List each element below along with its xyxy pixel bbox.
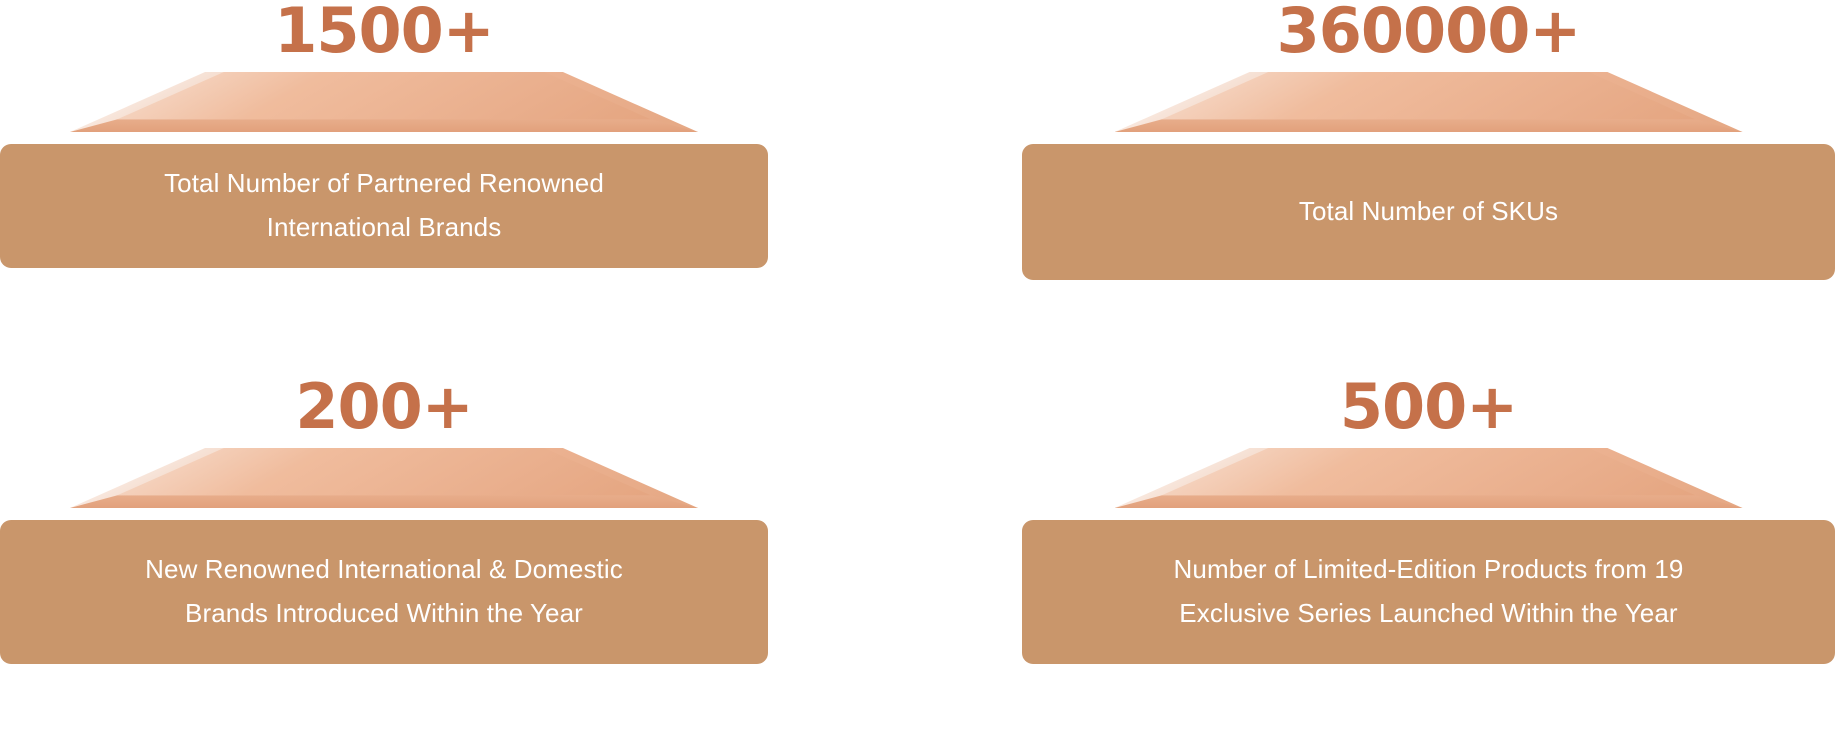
stat-2-label: Total Number of SKUs [1299, 190, 1558, 234]
stat-3-label-line-1: New Renowned International & Domestic [145, 554, 623, 585]
stat-4-card[interactable]: Number of Limited-Edition Products from … [1022, 520, 1835, 664]
pedestal-inner-face [117, 72, 651, 120]
stat-3-label-line-2: Brands Introduced Within the Year [185, 598, 583, 628]
stat-4-label-line-1: Number of Limited-Edition Products from … [1173, 554, 1684, 585]
stat-1-label: Total Number of Partnered Renowned Inter… [164, 162, 604, 249]
stat-3-pedestal-icon [70, 448, 698, 508]
pedestal-front-edge [1114, 119, 1743, 132]
stat-2-pedestal-icon [1114, 72, 1743, 132]
stat-2-label-line-1: Total Number of SKUs [1298, 196, 1559, 227]
stat-1-number: 1500+ [274, 0, 495, 67]
stat-1-label-line-1: Total Number of Partnered Renowned [164, 168, 604, 199]
pedestal-front-edge [70, 119, 698, 132]
stat-1-card[interactable]: Total Number of Partnered Renowned Inter… [0, 144, 768, 268]
stat-card-3: 200+ New Renowned International & Domest… [0, 376, 768, 664]
stat-4-number: 500+ [1339, 370, 1518, 443]
stat-2-number: 360000+ [1276, 0, 1582, 67]
stat-1-label-line-2: International Brands [266, 212, 502, 242]
stat-1-pedestal-icon [70, 72, 698, 132]
pedestal-front-edge [70, 495, 698, 508]
stat-card-4: 500+ Number of Limited-Edition Products … [1022, 376, 1835, 664]
stat-3-label: New Renowned International & Domestic Br… [145, 548, 623, 635]
stat-4-pedestal-icon [1114, 448, 1743, 508]
stat-3-card[interactable]: New Renowned International & Domestic Br… [0, 520, 768, 664]
stat-4-label: Number of Limited-Edition Products from … [1174, 548, 1684, 635]
stat-4-label-line-2: Exclusive Series Launched Within the Yea… [1179, 598, 1678, 628]
stat-2-card[interactable]: Total Number of SKUs [1022, 144, 1835, 280]
stat-3-number: 200+ [295, 370, 473, 443]
stat-card-1: 1500+ Total Number of Partnered Renowned… [0, 0, 768, 268]
stat-card-2: 360000+ Total Number of SKUs [1022, 0, 1835, 280]
pedestal-front-edge [1114, 495, 1743, 508]
